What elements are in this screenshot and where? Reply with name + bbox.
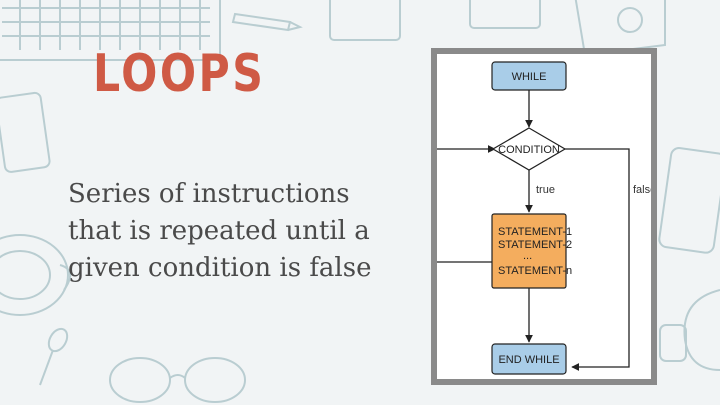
node-statement-n: STATEMENT-n: [498, 265, 572, 277]
node-condition: CONDITION: [491, 127, 567, 171]
coffee-cup-icon: [0, 234, 71, 316]
spoon-icon: [39, 327, 69, 386]
node-condition-label: CONDITION: [498, 144, 560, 156]
node-endwhile-label: END WHILE: [498, 354, 559, 366]
headphones-icon: [659, 289, 720, 371]
node-statements: STATEMENT-1 STATEMENT-2 ... STATEMENT-n: [491, 213, 572, 289]
edge-label-false: false: [633, 184, 651, 196]
slide-title: LOOPS: [93, 44, 266, 104]
while-loop-flowchart: WHILE CONDITION true false STATEMENT-1 S…: [437, 61, 651, 375]
keyboard-icon: [0, 0, 221, 61]
flowchart-frame: WHILE CONDITION true false STATEMENT-1 S…: [431, 48, 657, 385]
node-endwhile: END WHILE: [491, 343, 567, 375]
node-statement-ellipsis: ...: [523, 250, 532, 262]
edge-condition-false: [564, 148, 630, 371]
node-statement-1: STATEMENT-1: [498, 226, 572, 238]
flowchart-edges: [437, 89, 630, 371]
edge-label-true: true: [536, 184, 555, 196]
node-while-label: WHILE: [512, 71, 547, 83]
node-while: WHILE: [491, 61, 567, 91]
notebook-icon: [329, 0, 541, 41]
eyeglasses-icon: [109, 357, 246, 403]
pencil-icon: [231, 12, 303, 32]
node-statement-2: STATEMENT-2: [498, 239, 572, 251]
slide-description: Series of instructions that is repeated …: [68, 179, 372, 283]
paper-icon: [574, 0, 666, 57]
